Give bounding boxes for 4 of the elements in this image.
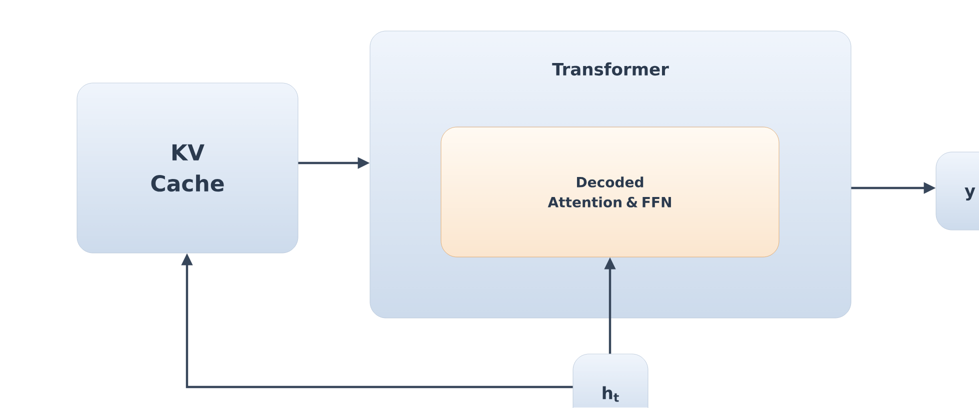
input-box: h$_{t}$: [572, 354, 648, 408]
output-box: y: [936, 152, 979, 230]
cache-box: KV Cache: [76, 82, 298, 254]
layer-box: Decoded Attention & FFN: [440, 126, 780, 258]
